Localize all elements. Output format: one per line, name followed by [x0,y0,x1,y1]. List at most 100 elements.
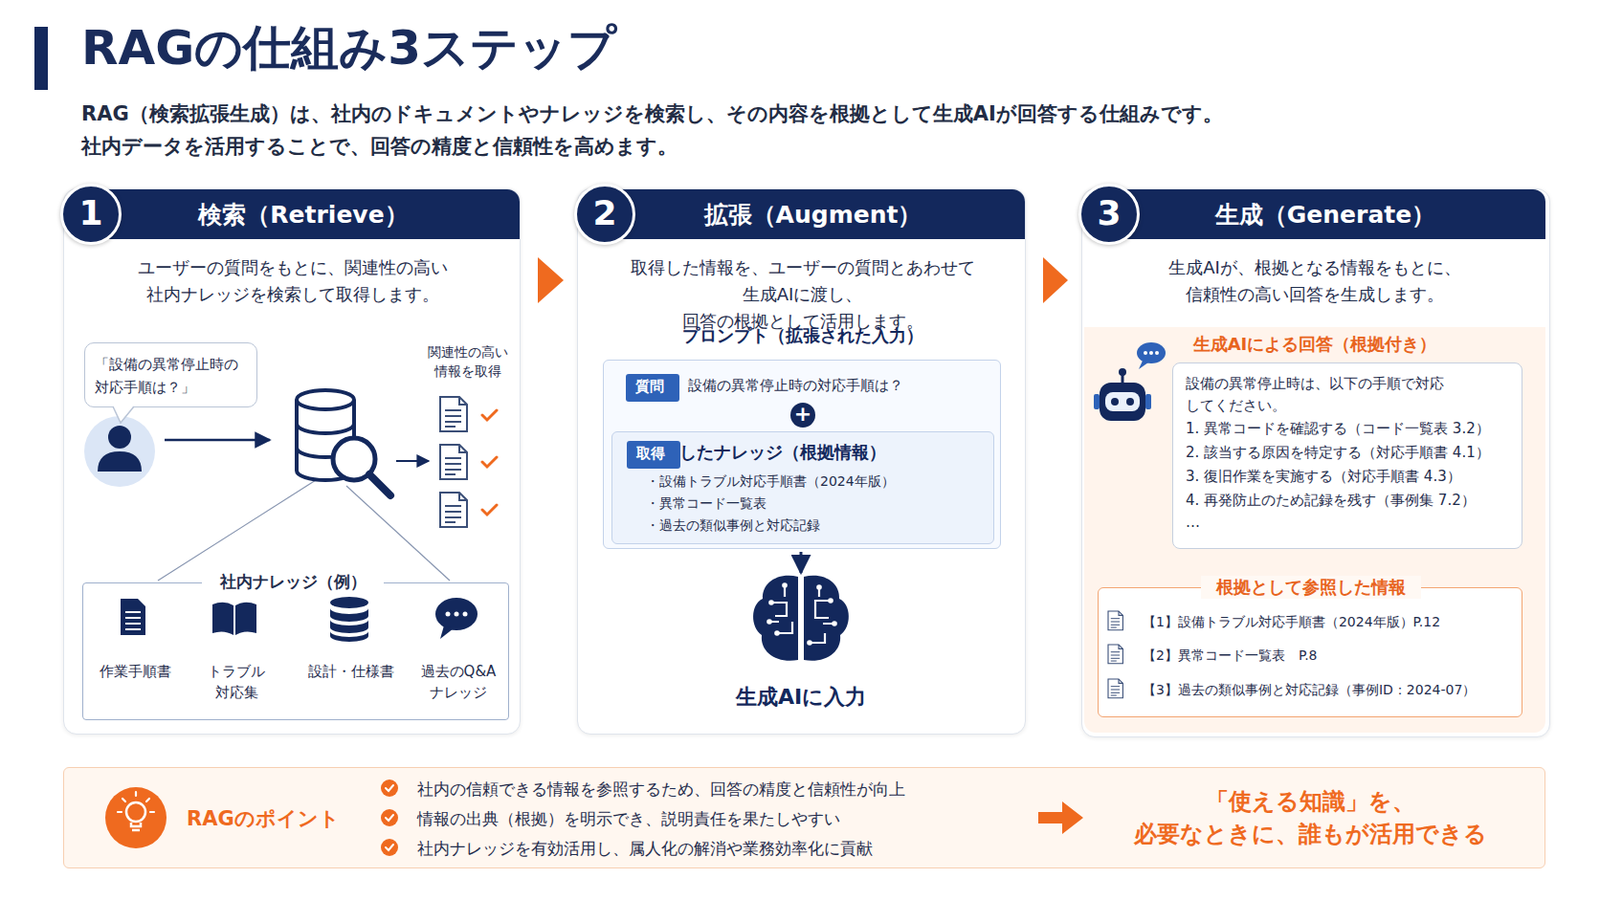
node-heading: 生成（Generate） [1121,199,1530,232]
user-icon [84,416,156,488]
document-icon [440,444,467,480]
retrieve-arrow [396,460,429,463]
robot-icon [1121,373,1125,383]
query-arrow [164,439,270,443]
leader-line [157,480,316,581]
node-text: 【1】設備トラブル対応手順書（2024年版）P.12 [1142,613,1441,632]
leader-line [157,480,450,581]
node-text: 3. 復旧作業を実施する（対応手順書 4.3） [1185,466,1462,487]
node-text: 2. 該当する原因を特定する（対応手順書 4.1） [1185,443,1490,463]
check-mark [482,505,497,515]
leader-line [346,486,450,581]
database-icon [330,597,369,643]
chat-icon [454,612,460,618]
brain-icon [768,600,775,606]
node-text: 社内ナレッジを有効活用し、属人化の解消や業務効率化に貢献 [417,838,873,861]
node-text: 設計・仕様書 [301,662,401,684]
lightbulb-icon [117,792,155,813]
document-icon [440,397,467,432]
node-text: 過去のQ&A ナレッジ [412,662,505,705]
node-heading: 設備の異常停止時は、以下の手順で対応 してください。 [1185,373,1459,419]
flow-arrow [537,257,564,304]
check-icon [380,839,399,857]
node-text: 社内の信頼できる情報を参照するため、回答の精度と信頼性が向上 [417,778,906,801]
answer-bubble: 設備の異常停止時は、以下の手順で対応 してください。1. 異常コードを確認する（… [1172,362,1523,550]
bubble-tail [112,406,134,423]
node-heading: 3 [1081,192,1137,234]
reference-icon [1108,611,1123,699]
node-text: ・異常コード一覧表 [645,494,767,513]
brain-icon [781,582,788,589]
node-text: 1. 異常コードを確認する（コード一覧表 3.2） [1185,419,1490,439]
database-icon [296,423,355,458]
node-text: 【3】過去の類似事例と対応記録（事例ID：2024-07） [1142,681,1476,700]
point-box: RAGのポイント社内の信頼できる情報を参照するため、回答の精度と信頼性が向上情報… [63,767,1546,869]
robot-icon [1118,368,1127,377]
brain-icon [753,576,799,662]
step-panel: 検索（Retrieve） ユーザーの質問をもとに、関連性の高い 社内ナレッジを検索… [63,188,521,735]
check-icon [385,785,394,851]
robot-icon [1093,368,1152,422]
speech-icon [1155,351,1159,356]
database-icon [330,631,369,643]
step-number: 1 [60,183,122,245]
robot-icon [1105,392,1140,412]
step-panel: 生成（Generate） 生成AIが、根拠となる情報をもとに、 信頼性の高い回答を… [1081,188,1551,738]
node-text: ・設備トラブル対応手順書（2024年版） [645,472,895,491]
bubble-tail [112,405,134,423]
document-icon [440,492,467,528]
page-title: RAGの仕組み3ステップ [81,17,617,80]
node-heading: 根拠として参照した情報 [1200,576,1422,600]
user-icon [108,425,132,449]
book-icon [212,602,234,636]
retrieved-badge: 取得 [626,441,681,469]
chat-icon [435,598,478,640]
answer-area: 生成AIによる回答（根拠付き）設備の異常停止時は、以下の手順で対応 してください… [1084,327,1546,734]
database-icon [330,620,369,634]
database-icon [296,390,355,410]
database-icon [296,400,355,481]
title-bar [34,26,48,90]
bubble-tail [112,405,134,423]
node-text: 4. 再発防止のため記録を残す（事例集 7.2） [1185,490,1476,511]
reference-icon [1108,679,1123,699]
node-heading: 検索（Retrieve） [103,199,504,232]
check-icon [380,779,399,798]
robot-icon [1145,394,1152,410]
chat-icon [463,612,468,618]
book-icon [212,602,257,636]
magnifier-icon [333,438,391,496]
node-heading: 1 [63,192,119,234]
node-text: ・過去の類似事例と対応記録 [645,516,821,535]
brain-icon [766,619,773,625]
node-text: 生成AIが、根拠となる情報をもとに、 信頼性の高い回答を生成します。 [1156,254,1473,309]
reference-icon [1108,611,1123,631]
chat-icon [445,612,451,618]
node-heading: 拡張（Augment） [617,199,1009,232]
knowledge-box: 社内ナレッジ（例）作業手順書トラブル 対応集設計・仕様書過去のQ&A ナレッジ [82,582,510,721]
database-icon [330,597,369,609]
brain-icon [827,598,834,604]
lightbulb-icon [105,787,167,849]
speech-icon [1138,360,1149,370]
document-icon [440,397,467,528]
node-heading: 質問 [625,377,674,397]
step-panel: 拡張（Augment） 取得した情報を、ユーザーの質問とあわせて 生成AIに渡し、… [577,188,1026,735]
node-text: トラブル 対応集 [190,662,283,705]
database-icon [296,390,355,481]
user-icon [84,416,156,488]
node-text: 取得した情報を、ユーザーの質問とあわせて 生成AIに渡し、回答の根拠として活用し… [622,254,982,335]
brain-icon [831,621,838,627]
robot-icon [1099,382,1146,422]
question-badge: 質問 [625,374,680,402]
question-bubble: 「設備の異常停止時の 対応手順は？」 [84,342,258,408]
node-heading: RAGのポイント [186,805,340,833]
check-mark [482,410,497,515]
node-text: … [1185,512,1200,533]
reference-icon [1108,644,1123,665]
node-heading: + [790,401,816,426]
node-text: ユーザーの質問をもとに、関連性の高い 社内ナレッジを検索して取得します。 [128,254,459,309]
brain-icon [766,582,838,646]
node-text: 作業手順書 [88,662,181,684]
retrieved-box: したナレッジ（根拠情報）・設備トラブル対応手順書（2024年版）・異常コード一覧… [611,431,995,545]
